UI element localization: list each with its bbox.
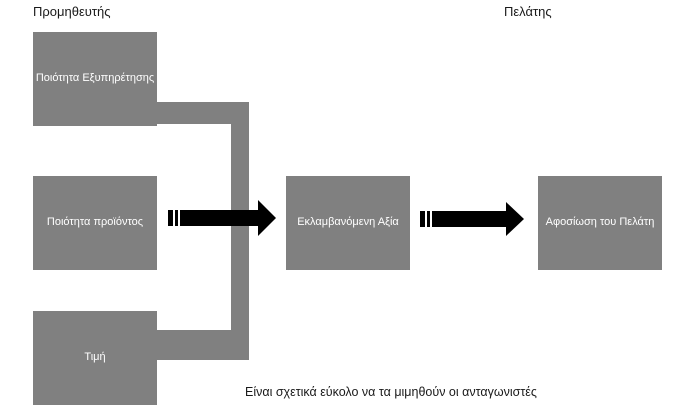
connector-vertical-bar: [231, 102, 249, 360]
supplier-heading: Προμηθευτής: [33, 4, 111, 19]
imitation-note: Είναι σχετικά εύκολο να τα μιμηθούν οι α…: [245, 385, 537, 399]
customer-loyalty-label: Αφοσίωση του Πελάτη: [545, 216, 655, 229]
product-quality-box: Ποιότητα προϊόντος: [33, 176, 157, 270]
price-label: Τιμή: [84, 351, 106, 364]
arrow-to-perceived-value: [168, 200, 276, 236]
arrow-to-customer-loyalty: [420, 202, 524, 236]
product-quality-label: Ποιότητα προϊόντος: [46, 216, 144, 229]
customer-loyalty-box: Αφοσίωση του Πελάτη: [538, 176, 662, 270]
service-quality-box: Ποιότητα Εξυπηρέτησης: [33, 32, 157, 126]
customer-heading: Πελάτης: [504, 4, 552, 19]
perceived-value-label: Εκλαμβανόμενη Αξία: [297, 216, 399, 229]
perceived-value-box: Εκλαμβανόμενη Αξία: [286, 176, 410, 270]
connector-bottom-horizontal: [157, 330, 249, 360]
connector-top-horizontal: [157, 102, 249, 124]
price-box: Τιμή: [33, 311, 157, 405]
service-quality-label: Ποιότητα Εξυπηρέτησης: [35, 72, 155, 85]
